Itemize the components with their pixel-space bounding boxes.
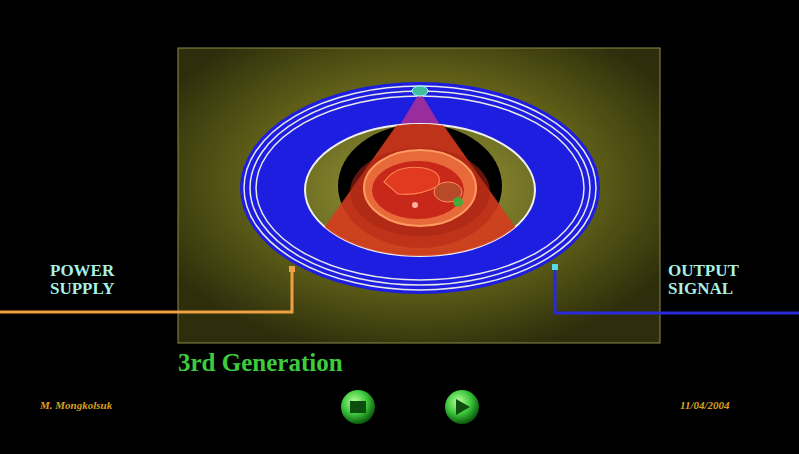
- date-label: 11/04/2004: [680, 400, 730, 412]
- abdomen: [372, 161, 464, 219]
- button-icon: [456, 399, 470, 415]
- patient-body: [364, 150, 476, 226]
- panel: [178, 48, 660, 343]
- button-icon: [350, 401, 366, 413]
- gantry-ring: [240, 82, 600, 294]
- back-button: [341, 390, 375, 424]
- x-ray-tube: [412, 86, 428, 96]
- label-text: 3rd Generation: [178, 350, 343, 376]
- power-label: POWER SUPPLY: [50, 262, 115, 298]
- signal-terminal: [552, 264, 558, 270]
- detector-ring: [250, 91, 590, 285]
- author-label: M. Mongkolsuk: [40, 400, 112, 412]
- signal-label: OUTPUT SIGNAL: [668, 262, 739, 298]
- spine: [412, 202, 418, 208]
- next-button: [445, 390, 479, 424]
- power-terminal: [289, 266, 295, 272]
- x-ray-fan: [300, 92, 540, 262]
- organ: [453, 197, 463, 207]
- label-text: 11/04/2004: [680, 400, 730, 412]
- detector-ring: [244, 86, 596, 290]
- power-wire: [0, 270, 292, 312]
- label-text: M. Mongkolsuk: [40, 400, 112, 412]
- fan-shade: [350, 148, 490, 236]
- label-text: POWER SUPPLY: [50, 262, 115, 298]
- label-text: OUTPUT SIGNAL: [668, 262, 739, 298]
- x-ray-fan: [400, 92, 440, 125]
- liver: [384, 167, 439, 194]
- generation-caption: 3rd Generation: [178, 350, 343, 376]
